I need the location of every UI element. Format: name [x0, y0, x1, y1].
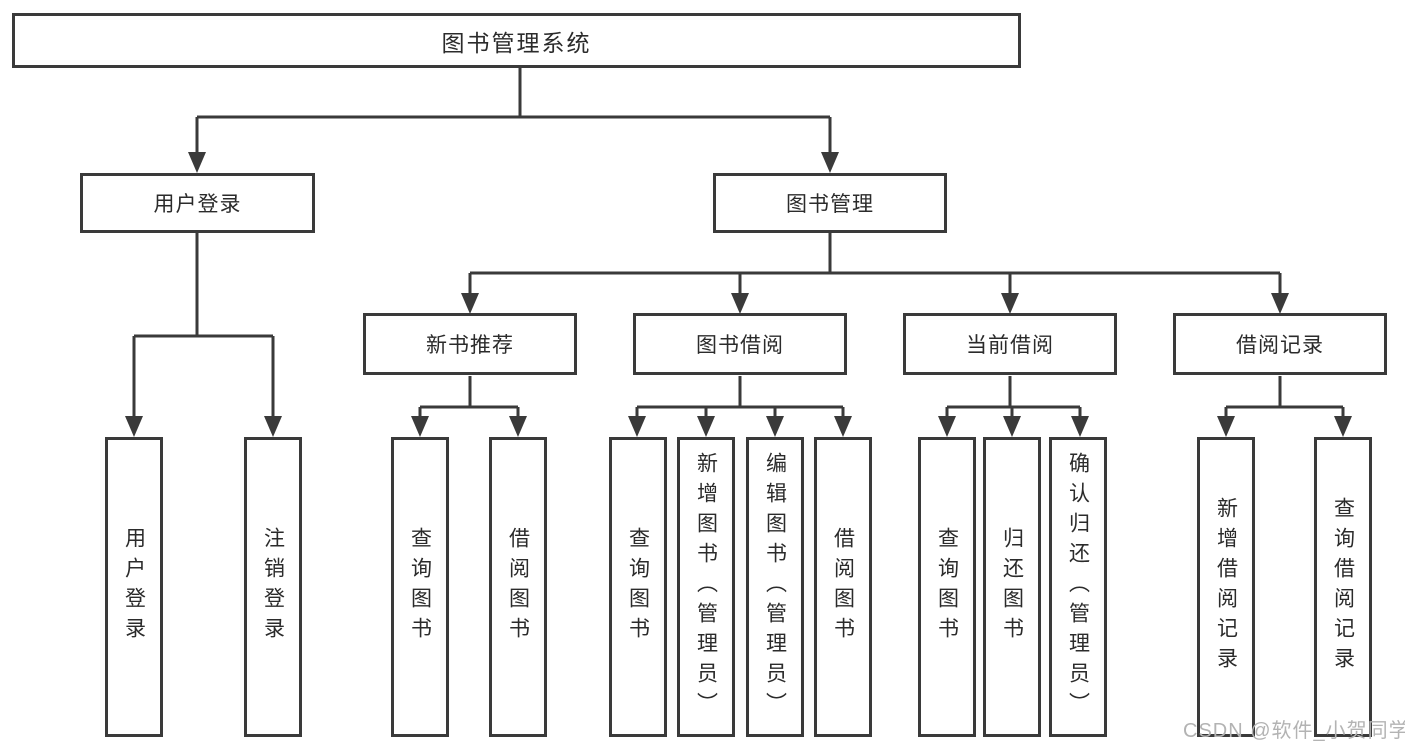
leaf-confirm-return-admin: 确认归还（管理员） — [1049, 437, 1107, 737]
leaf-add-borrow-record: 新增借阅记录 — [1197, 437, 1255, 737]
leaf-edit-book-admin-label: 编辑图书（管理员） — [763, 452, 787, 722]
csdn-watermark: CSDN @软件_小贺同学 — [1183, 720, 1405, 742]
node-user-login: 用户登录 — [80, 173, 315, 233]
leaf-borrow-query-book: 查询图书 — [609, 437, 667, 737]
node-new-book-recommend: 新书推荐 — [363, 313, 577, 375]
leaf-return-book-label: 归还图书 — [1000, 527, 1024, 647]
leaf-recommend-query-book: 查询图书 — [391, 437, 449, 737]
leaf-edit-book-admin: 编辑图书（管理员） — [746, 437, 804, 737]
leaf-borrow-book: 借阅图书 — [814, 437, 872, 737]
leaf-current-query-book-label: 查询图书 — [935, 527, 959, 647]
leaf-confirm-return-admin-label: 确认归还（管理员） — [1066, 452, 1090, 722]
node-root-library-system: 图书管理系统 — [12, 13, 1021, 68]
leaf-user-login: 用户登录 — [105, 437, 163, 737]
leaf-borrow-book-label: 借阅图书 — [831, 527, 855, 647]
leaf-add-book-admin-label: 新增图书（管理员） — [694, 452, 718, 722]
leaf-recommend-borrow-book: 借阅图书 — [489, 437, 547, 737]
leaf-recommend-borrow-book-label: 借阅图书 — [506, 527, 530, 647]
arrowheads — [125, 152, 1352, 437]
leaf-add-borrow-record-label: 新增借阅记录 — [1214, 497, 1238, 677]
leaf-borrow-query-book-label: 查询图书 — [626, 527, 650, 647]
leaf-return-book: 归还图书 — [983, 437, 1041, 737]
node-book-management: 图书管理 — [713, 173, 947, 233]
leaf-query-borrow-record: 查询借阅记录 — [1314, 437, 1372, 737]
node-book-borrow: 图书借阅 — [633, 313, 847, 375]
leaf-add-book-admin: 新增图书（管理员） — [677, 437, 735, 737]
leaf-current-query-book: 查询图书 — [918, 437, 976, 737]
leaf-recommend-query-book-label: 查询图书 — [408, 527, 432, 647]
leaf-logout: 注销登录 — [244, 437, 302, 737]
leaf-logout-label: 注销登录 — [261, 527, 285, 647]
node-borrow-records: 借阅记录 — [1173, 313, 1387, 375]
node-current-borrow: 当前借阅 — [903, 313, 1117, 375]
leaf-query-borrow-record-label: 查询借阅记录 — [1331, 497, 1355, 677]
leaf-user-login-label: 用户登录 — [122, 527, 146, 647]
